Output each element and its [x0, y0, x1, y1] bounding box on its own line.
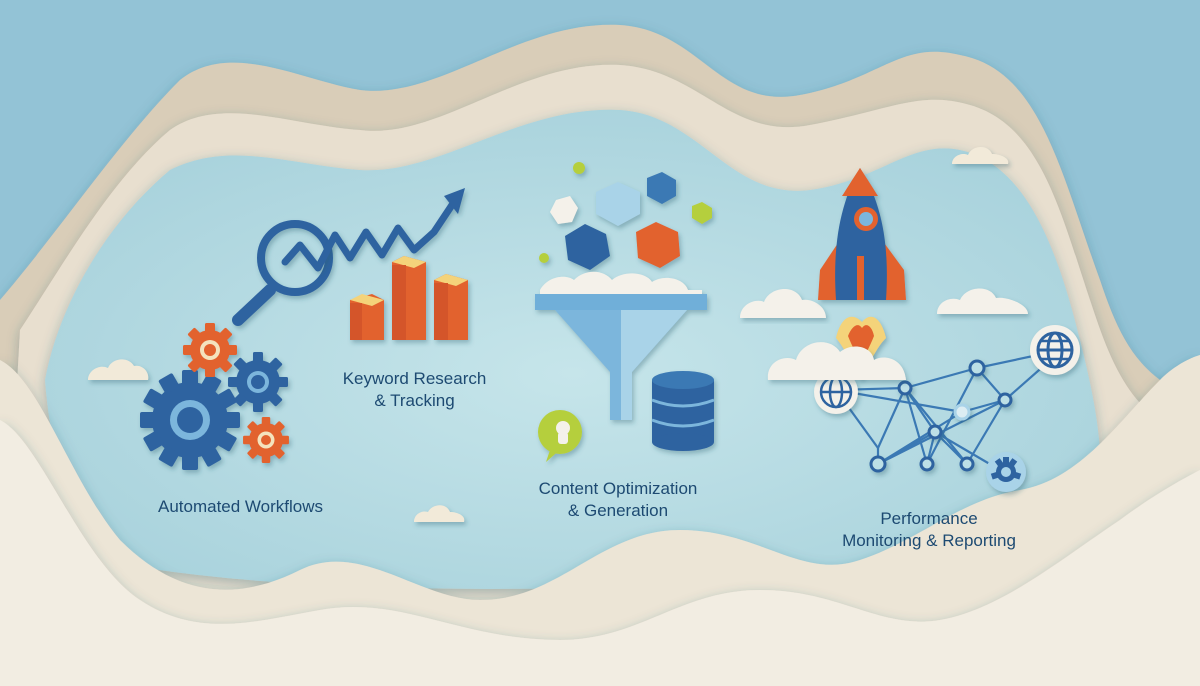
database-icon	[651, 371, 715, 451]
chat-bubble-icon	[538, 410, 582, 462]
rocket-icon	[818, 168, 906, 380]
funnel-icon	[535, 271, 707, 420]
section-label-performance-monitoring: Performance Monitoring & Reporting	[820, 508, 1038, 552]
label-line: Automated Workflows	[157, 497, 324, 516]
section-label-content-optimization: Content Optimization & Generation	[508, 478, 728, 522]
label-line: Keyword Research	[342, 369, 487, 388]
magnifier-icon	[232, 220, 333, 326]
section-label-keyword-research: Keyword Research & Tracking	[322, 368, 507, 412]
globe-icon	[1030, 325, 1080, 375]
bottom-wave-front	[0, 420, 1200, 686]
trend-arrow-icon	[281, 188, 465, 272]
bottom-wave-back	[0, 355, 1200, 686]
gears-icon	[121, 311, 301, 489]
cloud-icon	[740, 288, 1028, 318]
label-line: Monitoring & Reporting	[842, 531, 1016, 550]
label-line: & Tracking	[374, 391, 455, 410]
geometric-shapes-icon	[539, 162, 712, 270]
bar-chart-icon	[350, 256, 468, 340]
settings-gear-icon	[986, 452, 1026, 492]
network-graph-icon	[835, 350, 1056, 473]
cloud-icon	[767, 342, 906, 380]
label-line: Performance	[880, 509, 978, 528]
cloud-icon	[88, 146, 1009, 522]
section-label-automated-workflows: Automated Workflows	[138, 496, 343, 518]
label-line: Content Optimization	[538, 479, 698, 498]
label-line: & Generation	[567, 501, 669, 520]
